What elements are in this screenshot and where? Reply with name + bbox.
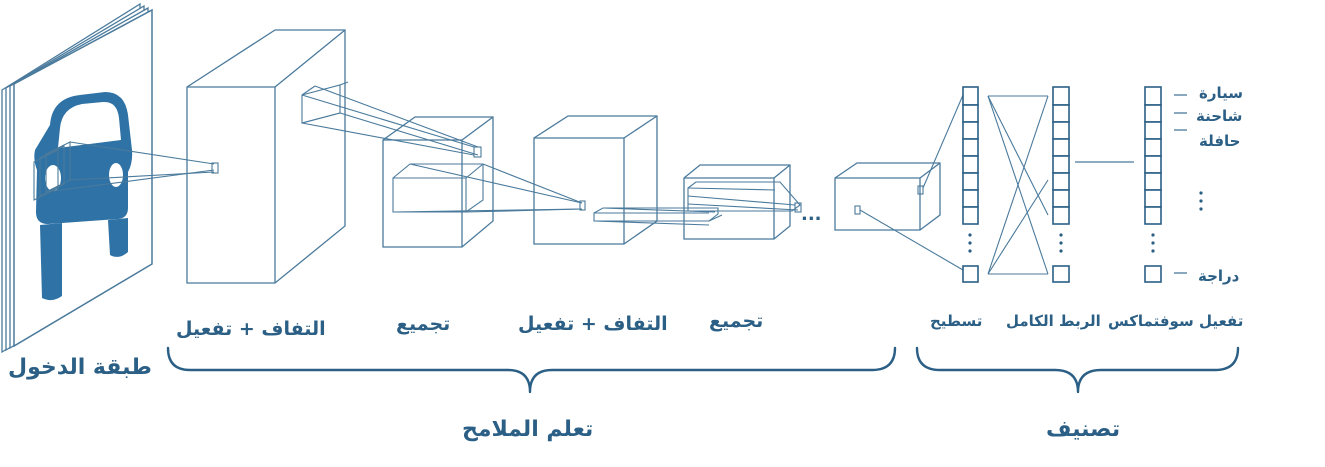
softmax-layer [1144, 86, 1162, 283]
class-label-bicycle: دراجة [1198, 267, 1240, 285]
fully-connected-label: الربط الكامل [1006, 312, 1101, 330]
classification-brace [915, 346, 1240, 394]
conv1-label: التفاف + تفعيل [176, 318, 326, 340]
flatten-fc-connections [987, 95, 1049, 275]
flatten-label: تسطيح [930, 312, 983, 330]
feature-learning-label: تعلم الملامح [462, 417, 594, 442]
class-output-ticks [1174, 94, 1203, 274]
class-label-car: سيارة [1199, 84, 1243, 102]
pool1-volume [382, 116, 583, 248]
fully-connected-layer [1052, 86, 1070, 283]
softmax-label: تفعيل سوفتماكس [1108, 312, 1244, 330]
pool2-volume [683, 164, 802, 240]
feature-learning-brace [166, 346, 897, 394]
input-receptive-field [33, 141, 219, 201]
conv2-volume [533, 115, 723, 245]
conv1-volume [186, 29, 479, 284]
pool2-label: تجميع [709, 310, 764, 332]
input-layer-label: طبقة الدخول [8, 355, 152, 380]
car-icon [34, 92, 133, 301]
ellipsis-label: ... [801, 204, 822, 225]
class-label-bus: حافلة [1199, 132, 1241, 150]
classification-label: تصنيف [1046, 417, 1121, 442]
final-feature-volume [834, 94, 964, 271]
pool1-label: تجميع [396, 313, 451, 335]
flatten-layer [962, 86, 979, 283]
class-label-truck: شاحنة [1196, 107, 1243, 125]
conv2-label: التفاف + تفعيل [518, 313, 668, 335]
